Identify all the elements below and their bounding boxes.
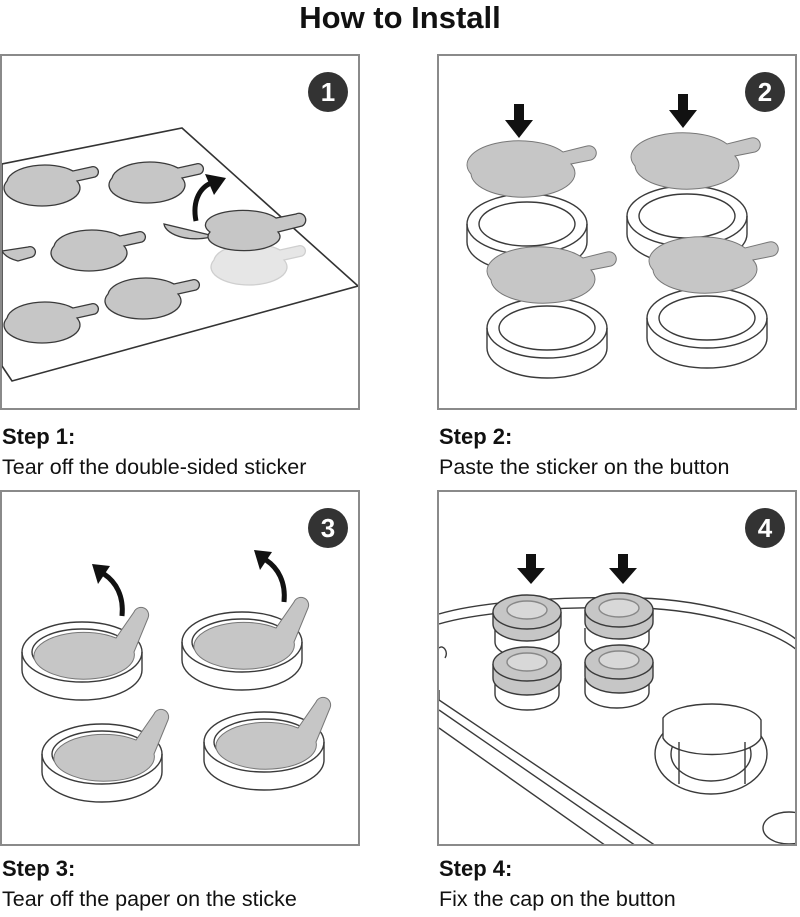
sticker-sheet-drawing xyxy=(2,127,358,382)
page-title: How to Install xyxy=(299,0,501,35)
peel-paper-drawing xyxy=(21,550,332,803)
step-4-description: Fix the cap on the button xyxy=(439,887,676,911)
step-1-number-badge: 1 xyxy=(308,72,348,112)
arrow-down-icon xyxy=(505,94,697,138)
step-1-description: Tear off the double-sided sticker xyxy=(2,455,307,479)
step-1-label: Step 1: xyxy=(2,424,76,449)
step-1-illustration: 1 xyxy=(0,54,360,410)
step-4-label: Step 4: xyxy=(439,856,513,881)
step-3-label: Step 3: xyxy=(2,856,76,881)
step-3-illustration: 3 xyxy=(0,490,360,846)
curved-arrow-up-icon xyxy=(92,550,287,617)
step-4-number-badge: 4 xyxy=(745,508,785,548)
paste-sticker-drawing xyxy=(466,94,779,379)
step-2-description: Paste the sticker on the button xyxy=(439,455,730,479)
step-2-illustration: 2 xyxy=(437,54,797,410)
step-2-number-badge: 2 xyxy=(745,72,785,112)
step-4-illustration: 4 xyxy=(437,490,797,846)
step-3-description: Tear off the paper on the sticke xyxy=(2,887,297,911)
fix-cap-drawing xyxy=(439,554,795,844)
step-2-label: Step 2: xyxy=(439,424,513,449)
step-3-number-badge: 3 xyxy=(308,508,348,548)
arrow-down-icon xyxy=(517,554,637,584)
